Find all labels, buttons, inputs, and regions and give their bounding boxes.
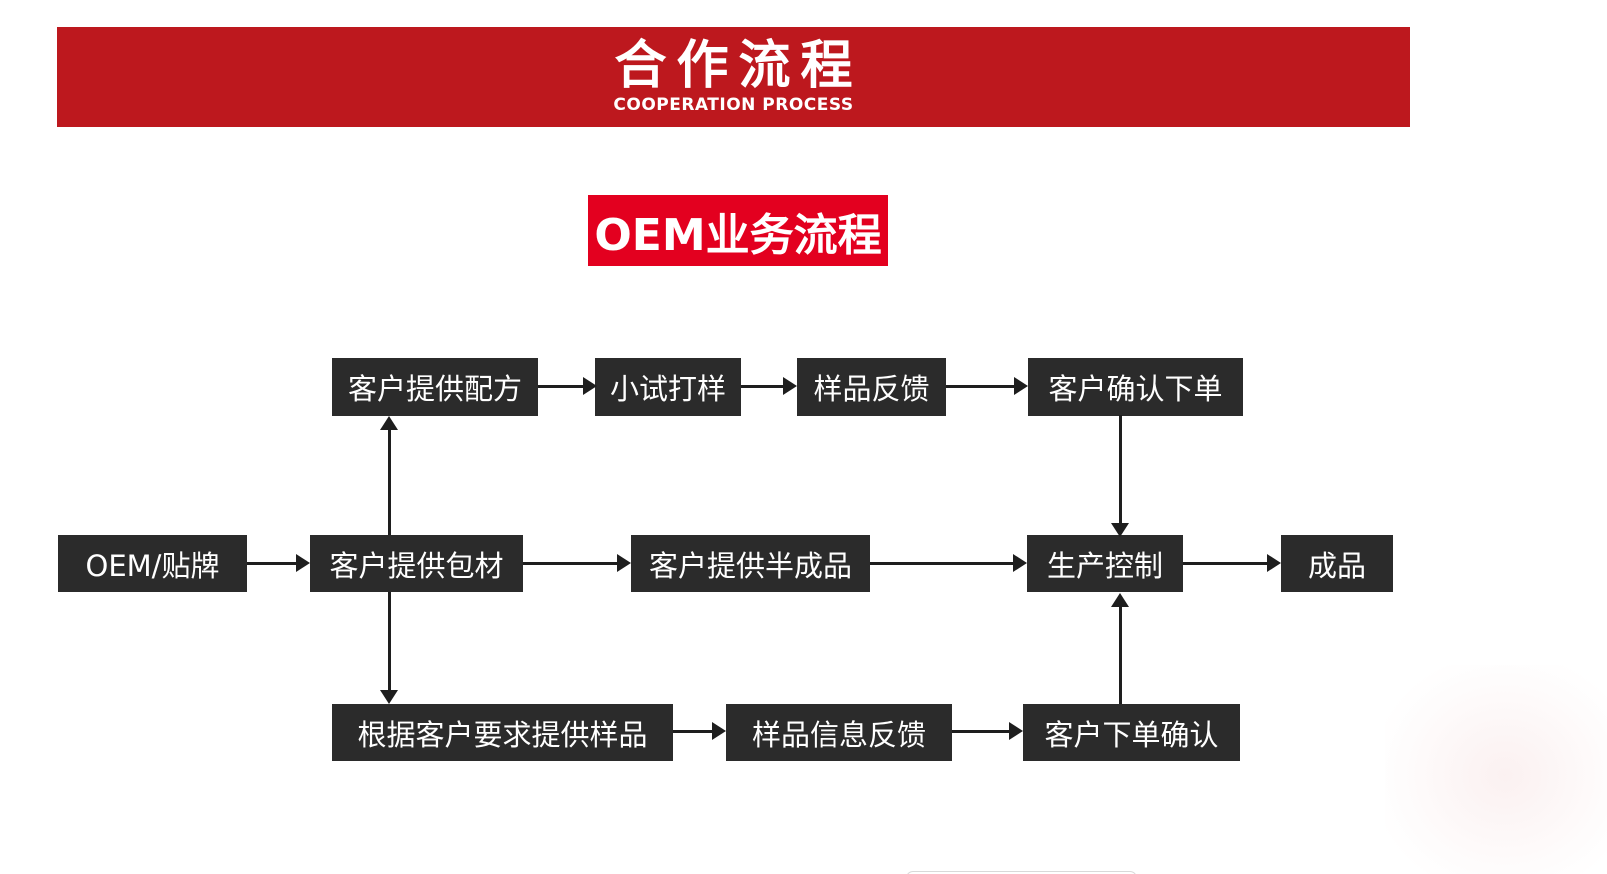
- flow-node-production-control: 生产控制: [1027, 535, 1183, 592]
- arrow-packaging-to-semifinished-icon: [523, 554, 631, 572]
- flow-node-finished-product: 成品: [1281, 535, 1393, 592]
- section-title-oem-process: OEM业务流程: [588, 195, 888, 266]
- arrow-semifinished-to-production-icon: [870, 554, 1027, 572]
- arrow-packaging-to-formula-icon: [380, 416, 398, 535]
- flow-node-sample-feedback: 样品反馈: [797, 358, 946, 416]
- flow-node-customer-order-confirmation: 客户下单确认: [1023, 704, 1240, 761]
- flow-node-customer-provides-formula: 客户提供配方: [332, 358, 538, 416]
- arrow-samples-to-infofeedback-icon: [673, 722, 726, 740]
- flow-node-sample-info-feedback: 样品信息反馈: [726, 704, 952, 761]
- header-banner: 合作流程 COOPERATION PROCESS: [57, 27, 1410, 127]
- flow-node-customer-confirms-order: 客户确认下单: [1028, 358, 1243, 416]
- page-title: 合作流程: [614, 35, 863, 96]
- flow-node-oem-private-label: OEM/贴牌: [58, 535, 247, 592]
- arrow-oem-to-packaging-icon: [247, 554, 310, 572]
- arrow-production-to-finished-icon: [1183, 554, 1281, 572]
- page-subtitle: COOPERATION PROCESS: [613, 95, 854, 116]
- faint-background-blob: [1385, 665, 1607, 874]
- flow-node-provide-samples-per-request: 根据客户要求提供样品: [332, 704, 673, 761]
- flow-node-customer-provides-semi-finished: 客户提供半成品: [631, 535, 870, 592]
- arrow-sampling-to-feedback-icon: [741, 377, 797, 395]
- arrow-infofeedback-to-orderconfirm-icon: [952, 722, 1023, 740]
- flow-node-customer-provides-packaging: 客户提供包材: [310, 535, 523, 592]
- arrow-confirm-to-production-icon: [1111, 415, 1129, 537]
- arrow-formula-to-sampling-icon: [538, 377, 597, 395]
- arrow-orderconfirm-to-production-icon: [1111, 593, 1129, 704]
- arrow-packaging-to-samples-icon: [380, 592, 398, 704]
- arrow-feedback-to-confirm-icon: [946, 377, 1028, 395]
- flow-node-trial-sampling: 小试打样: [595, 358, 741, 416]
